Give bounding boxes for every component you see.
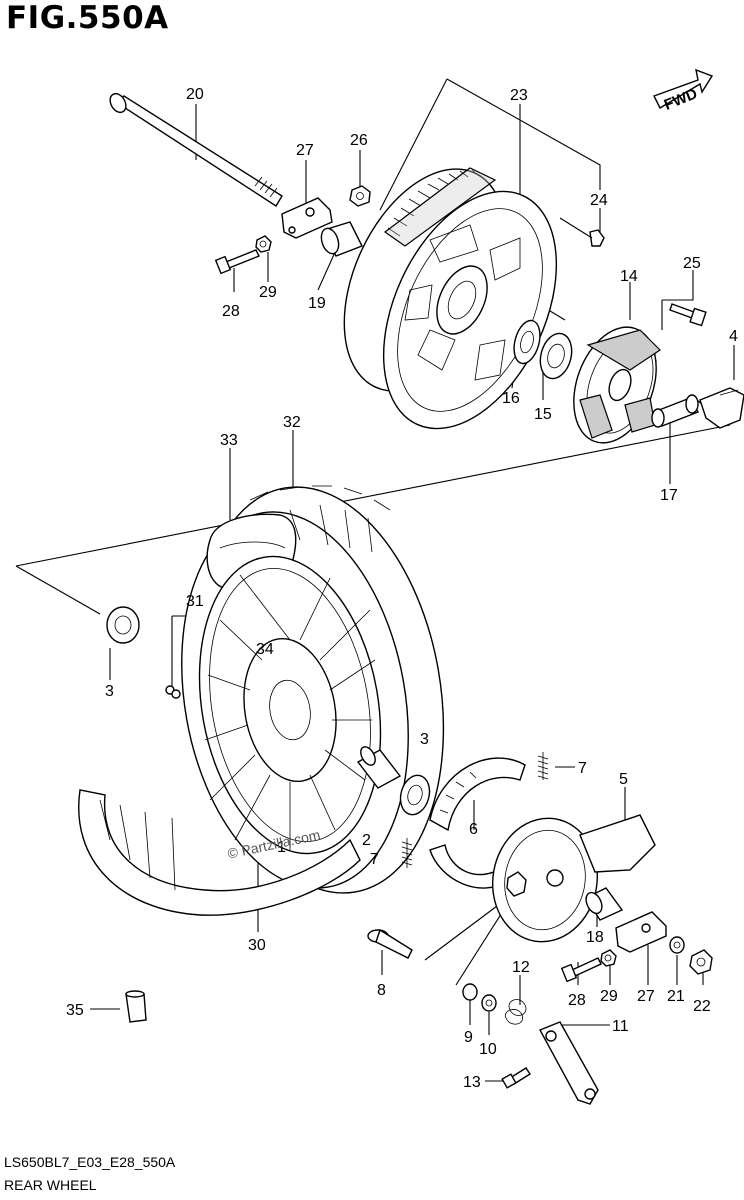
nut-29-top bbox=[255, 235, 272, 253]
callout-23: 23 bbox=[510, 87, 528, 104]
fwd-label: FWD bbox=[662, 85, 700, 114]
spacer-17 bbox=[651, 394, 700, 428]
bearing-16 bbox=[513, 319, 541, 365]
callout-28-lower: 28 bbox=[568, 992, 586, 1009]
spacer-18 bbox=[584, 887, 624, 921]
bolt-13 bbox=[501, 1067, 531, 1089]
chain-adjuster-27 bbox=[281, 197, 333, 239]
bolt-25 bbox=[669, 303, 707, 327]
callout-21: 21 bbox=[667, 988, 685, 1005]
fwd-arrow-icon: FWD bbox=[653, 68, 714, 114]
nut-22 bbox=[689, 949, 713, 975]
callout-16: 16 bbox=[502, 390, 520, 407]
callout-20: 20 bbox=[186, 86, 204, 103]
callout-5: 5 bbox=[619, 771, 628, 788]
wheel-rim bbox=[198, 555, 382, 855]
nut-26 bbox=[349, 185, 371, 207]
callout-1: 1 bbox=[277, 839, 286, 856]
damper-4 bbox=[699, 387, 744, 429]
callout-17: 17 bbox=[660, 487, 678, 504]
callout-4: 4 bbox=[729, 328, 738, 345]
washer-21 bbox=[669, 936, 685, 954]
callout-labels: 20 23 27 26 24 28 29 19 25 14 4 16 15 17… bbox=[66, 86, 738, 1091]
axle-20 bbox=[109, 92, 283, 207]
callout-10: 10 bbox=[479, 1041, 497, 1058]
brake-arm-11 bbox=[539, 1021, 599, 1105]
callout-18: 18 bbox=[586, 929, 604, 946]
spacer-2 bbox=[356, 746, 402, 789]
callout-33: 33 bbox=[220, 432, 238, 449]
callout-34: 34 bbox=[256, 641, 274, 658]
callout-12: 12 bbox=[512, 959, 530, 976]
callout-22: 22 bbox=[693, 998, 711, 1015]
callout-6: 6 bbox=[469, 821, 478, 838]
callout-26: 26 bbox=[350, 132, 368, 149]
callout-3-left: 3 bbox=[105, 683, 114, 700]
callout-24: 24 bbox=[590, 192, 608, 209]
callout-9: 9 bbox=[464, 1029, 473, 1046]
bolt-28-top bbox=[214, 249, 260, 275]
bolt-28-lower bbox=[560, 957, 602, 983]
bearing-15 bbox=[539, 332, 573, 380]
sprocket-hub-23 bbox=[343, 167, 558, 430]
callout-7-lower: 7 bbox=[370, 851, 379, 868]
callout-14: 14 bbox=[620, 268, 638, 285]
spring-7-lower bbox=[401, 838, 413, 868]
callout-7-upper: 7 bbox=[578, 760, 587, 777]
callout-2: 2 bbox=[362, 832, 371, 849]
callout-25: 25 bbox=[683, 255, 701, 272]
chain-adjuster-27-lower bbox=[615, 911, 667, 953]
callout-28-top: 28 bbox=[222, 303, 240, 320]
washer-10 bbox=[481, 994, 497, 1012]
callout-11: 11 bbox=[612, 1018, 629, 1035]
callout-30: 30 bbox=[248, 937, 266, 954]
bearing-3-right bbox=[399, 774, 431, 816]
valve-cap-35 bbox=[125, 990, 147, 1023]
callout-19: 19 bbox=[308, 295, 326, 312]
callout-15: 15 bbox=[534, 406, 552, 423]
cush-drive-hub-14 bbox=[573, 326, 661, 444]
figure-title: FIG.550A bbox=[6, 0, 169, 36]
o-ring-9 bbox=[462, 983, 478, 1001]
spacer-19 bbox=[320, 221, 363, 257]
nut-29-lower bbox=[600, 949, 617, 967]
bolt-24 bbox=[559, 217, 605, 247]
bearing-3-left bbox=[106, 606, 140, 644]
callout-8: 8 bbox=[377, 982, 386, 999]
brake-cam-8 bbox=[367, 928, 413, 959]
callout-31: 31 bbox=[186, 593, 204, 610]
callout-13: 13 bbox=[463, 1074, 481, 1091]
brake-panel-5 bbox=[491, 814, 656, 943]
spring-12 bbox=[504, 999, 527, 1025]
spoke-nipples-31 bbox=[165, 685, 181, 699]
callout-32: 32 bbox=[283, 414, 301, 431]
callout-29-lower: 29 bbox=[600, 988, 618, 1005]
spring-7-upper bbox=[537, 752, 549, 780]
callout-35: 35 bbox=[66, 1002, 84, 1019]
callout-27-lower: 27 bbox=[637, 988, 655, 1005]
callout-27-top: 27 bbox=[296, 142, 314, 159]
callout-29-top: 29 bbox=[259, 284, 277, 301]
figure-name: REAR WHEEL bbox=[4, 1177, 97, 1193]
callout-3-right: 3 bbox=[420, 731, 429, 748]
figure-code: LS650BL7_E03_E28_550A bbox=[4, 1154, 176, 1170]
